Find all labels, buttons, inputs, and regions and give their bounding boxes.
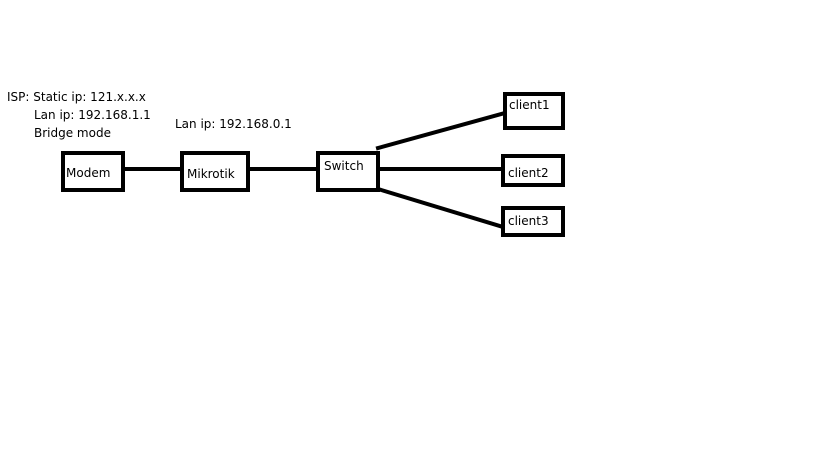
client2-node: client2	[501, 154, 565, 187]
isp-note-line2: Lan ip: 192.168.1.1	[34, 108, 151, 122]
modem-node: Modem	[61, 151, 125, 192]
client3-node: client3	[501, 206, 565, 237]
client3-label: client3	[508, 214, 549, 228]
client2-label: client2	[508, 166, 549, 180]
switch-label: Switch	[324, 159, 364, 173]
client1-node: client1	[503, 92, 565, 130]
mikrotik-lan-note: Lan ip: 192.168.0.1	[175, 117, 292, 131]
isp-note-line1: ISP: Static ip: 121.x.x.x	[7, 90, 146, 104]
isp-note-line3: Bridge mode	[34, 126, 111, 140]
mikrotik-label: Mikrotik	[187, 167, 235, 181]
modem-label: Modem	[66, 166, 110, 180]
link-switch-client1	[375, 110, 508, 151]
switch-node: Switch	[316, 151, 380, 192]
client1-label: client1	[509, 98, 550, 112]
mikrotik-node: Mikrotik	[180, 151, 250, 192]
link-switch-client3	[375, 186, 506, 230]
